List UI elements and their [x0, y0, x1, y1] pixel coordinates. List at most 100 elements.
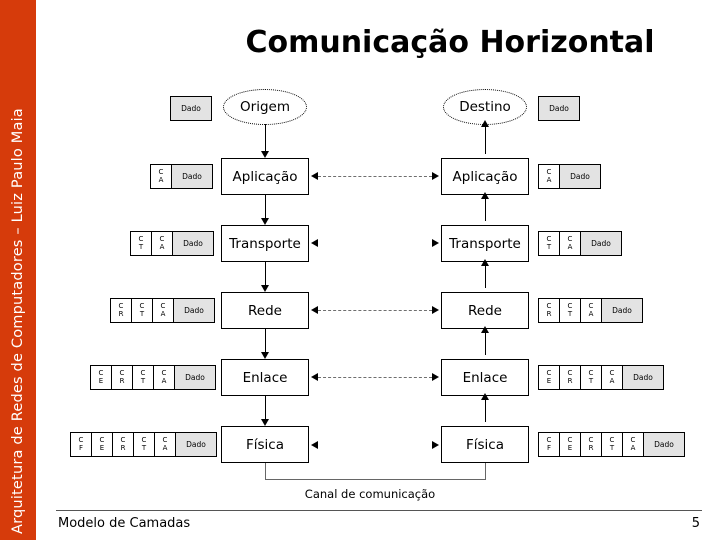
pdu-data-cell: Dado — [601, 298, 643, 323]
arrow-up-icon — [480, 326, 489, 333]
pdu-header-char: C — [99, 436, 105, 444]
pdu-left-0: Dado — [170, 96, 212, 121]
layer-box-right-enlace: Enlace — [441, 359, 529, 396]
arrow-left-icon — [311, 305, 318, 314]
arrow-right-icon — [432, 171, 439, 180]
pdu-header-char: E — [98, 376, 104, 385]
layer-box-left-enlace: Enlace — [221, 359, 309, 396]
layer-box-right-fisica: Física — [441, 426, 529, 463]
pdu-header-char: E — [99, 443, 105, 452]
pdu-data-cell: Dado — [174, 365, 216, 390]
pdu-header-char: C — [160, 302, 166, 310]
pdu-header-char: C — [588, 302, 594, 310]
connector-fisica-enlace-right — [485, 398, 486, 422]
node-destino-label: Destino — [459, 99, 511, 115]
connector-rede-enlace — [265, 329, 266, 352]
channel-bottom-line — [265, 479, 486, 481]
pdu-header-char: T — [609, 443, 615, 452]
pdu-header-char: C — [118, 302, 124, 310]
pdu-header-char: C — [546, 168, 552, 176]
pdu-header-char: T — [567, 309, 573, 318]
arrow-left-icon — [311, 238, 318, 247]
sidebar-banner: Arquitetura de Redes de Computadores – L… — [0, 0, 36, 540]
page-title: Comunicação Horizontal — [245, 25, 655, 60]
pdu-data-cell: Dado — [643, 432, 685, 457]
pdu-header-char: R — [546, 309, 552, 318]
arrow-left-icon — [311, 171, 318, 180]
layer-box-left-rede: Rede — [221, 292, 309, 329]
arrow-up-icon — [480, 192, 489, 199]
pdu-data-cell: Dado — [559, 164, 601, 189]
arrow-down-icon — [260, 419, 269, 426]
arrow-down-icon — [260, 285, 269, 292]
pdu-header-char: C — [546, 302, 552, 310]
arrow-left-icon — [311, 372, 318, 381]
pdu-header-char: C — [78, 436, 84, 444]
arrow-left-icon — [311, 440, 318, 449]
arrow-up-icon — [480, 259, 489, 266]
pdu-header-char: C — [138, 235, 144, 243]
layer-label: Transporte — [449, 235, 521, 252]
layer-box-left-transporte: Transporte — [221, 225, 309, 262]
pdu-header-char: C — [588, 369, 594, 377]
pdu-header-char: A — [630, 443, 636, 452]
pdu-right-0: Dado — [538, 96, 580, 121]
pdu-header-char: R — [588, 443, 594, 452]
node-origem-label: Origem — [240, 99, 290, 115]
peer-link-aplicacao — [318, 176, 432, 177]
arrow-down-icon — [260, 151, 269, 158]
node-origem: Origem — [223, 89, 307, 125]
channel-right-drop — [485, 463, 487, 480]
pdu-header-char: A — [567, 242, 573, 251]
layer-box-left-aplicacao: Aplicação — [221, 158, 309, 195]
pdu-header-char: C — [141, 436, 147, 444]
arrow-up-icon — [480, 120, 489, 127]
pdu-header-char: F — [78, 443, 84, 452]
pdu-header-char: C — [119, 369, 125, 377]
pdu-header-char: T — [588, 376, 594, 385]
pdu-header-char: C — [567, 235, 573, 243]
pdu-data-cell: Dado — [170, 96, 212, 121]
arrow-right-icon — [432, 440, 439, 449]
arrow-up-icon — [480, 393, 489, 400]
pdu-header-char: C — [546, 436, 552, 444]
pdu-header-char: A — [588, 309, 594, 318]
pdu-header-char: C — [159, 235, 165, 243]
pdu-header-char: R — [120, 443, 126, 452]
footer-divider — [56, 510, 702, 511]
peer-link-enlace — [318, 377, 432, 378]
pdu-header-char: A — [546, 175, 552, 184]
connector-transporte-rede — [265, 262, 266, 285]
pdu-data-cell: Dado — [171, 164, 213, 189]
layer-box-right-aplicacao: Aplicação — [441, 158, 529, 195]
connector-transporte-aplicacao-right — [485, 197, 486, 221]
layer-label: Física — [246, 436, 284, 453]
pdu-header-char: T — [138, 242, 144, 251]
pdu-data-cell: Dado — [622, 365, 664, 390]
pdu-header-char: A — [159, 242, 165, 251]
pdu-header-char: R — [567, 376, 573, 385]
pdu-header-char: C — [567, 369, 573, 377]
connector-aplicacao-transporte — [265, 195, 266, 218]
pdu-header-char: R — [119, 376, 125, 385]
pdu-data-cell: Dado — [172, 231, 214, 256]
